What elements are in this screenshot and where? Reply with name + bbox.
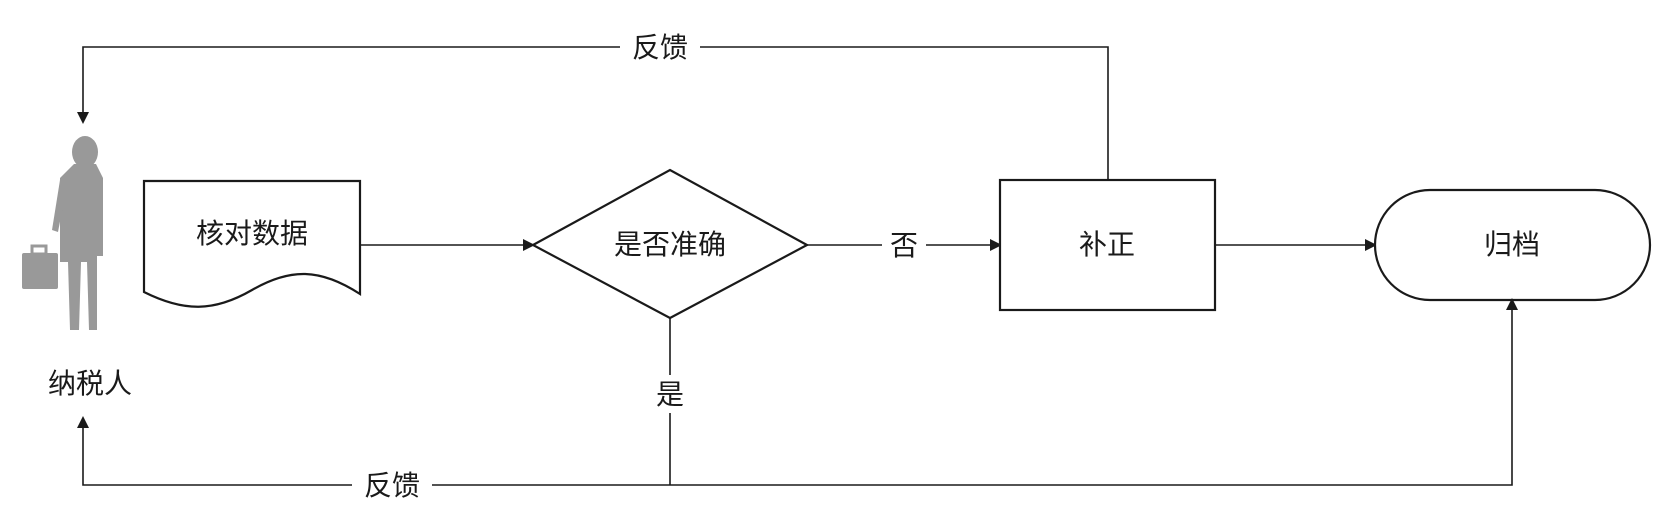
check-data-document bbox=[142, 179, 362, 308]
feedback-top-edge bbox=[77, 46, 1109, 180]
feedback-bottom-edge bbox=[77, 416, 670, 486]
feedback-bottom-label: 反馈 bbox=[364, 469, 420, 502]
no-label-bg bbox=[882, 226, 926, 264]
yes-to-archive-edge bbox=[670, 298, 1518, 486]
no-label: 否 bbox=[890, 229, 918, 262]
feedback-top-label-bg bbox=[620, 28, 700, 66]
yes-label-bg bbox=[648, 375, 692, 413]
feedback-top-label: 反馈 bbox=[632, 31, 688, 64]
archive-label: 归档 bbox=[1484, 228, 1540, 261]
taxpayer-label: 纳税人 bbox=[48, 367, 132, 400]
is-accurate-label: 是否准确 bbox=[614, 228, 726, 261]
businessman-icon bbox=[22, 136, 103, 330]
correction-process bbox=[998, 178, 1217, 312]
check-data-label: 核对数据 bbox=[196, 217, 308, 250]
correction-label: 补正 bbox=[1079, 228, 1135, 261]
feedback-bottom-label-bg bbox=[352, 466, 432, 504]
yes-label: 是 bbox=[656, 378, 684, 411]
